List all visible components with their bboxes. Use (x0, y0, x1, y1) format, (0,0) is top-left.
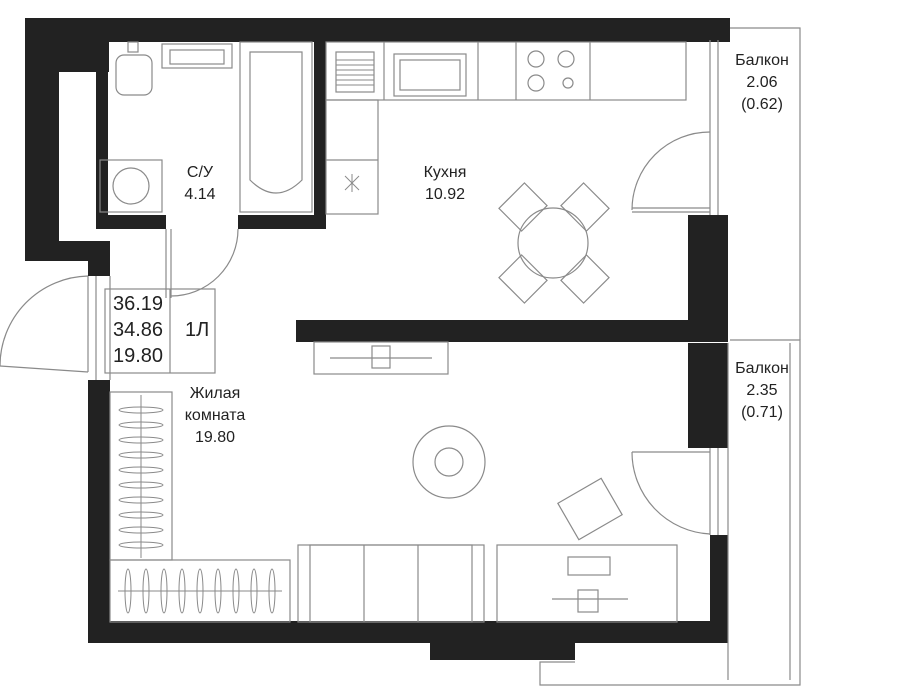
hangers (118, 395, 282, 614)
balcony-bottom-name: Балкон (735, 360, 789, 377)
living-room-name-line2: комната (184, 407, 246, 424)
living-area: 19.80 (113, 345, 164, 367)
bathroom-name: С/У (186, 164, 214, 181)
living-room-area: 19.80 (194, 429, 236, 446)
living-room-label: Жилая комната 19.80 (170, 383, 260, 449)
thin-lines (95, 27, 801, 686)
balcony-top-reduced-area: (0.62) (741, 96, 783, 113)
balcony-top-label: Балкон 2.06 (0.62) (724, 50, 800, 116)
living-furniture (109, 341, 678, 623)
total-area: 36.19 (113, 293, 164, 315)
doors (0, 131, 711, 535)
area-without-balconies: 34.86 (113, 319, 164, 341)
kitchen-area: 10.92 (424, 186, 466, 203)
balcony-bottom-reduced-area: (0.71) (741, 404, 783, 421)
balcony-top-name: Балкон (735, 52, 789, 69)
bathroom-label: С/У 4.14 (170, 162, 230, 206)
balcony-top-area: 2.06 (746, 74, 778, 91)
kitchen-name: Кухня (423, 164, 467, 181)
bathroom-area: 4.14 (184, 186, 216, 203)
kitchen-label: Кухня 10.92 (400, 162, 490, 206)
balcony-bottom-label: Балкон 2.35 (0.71) (724, 358, 800, 424)
apartment-type: 1Л (185, 319, 210, 341)
area-summary: 36.19 34.86 19.80 1Л (105, 289, 215, 373)
kitchen-fixtures (325, 41, 687, 304)
living-room-name-line1: Жилая (189, 385, 241, 402)
balcony-bottom-area: 2.35 (746, 382, 778, 399)
walls (25, 18, 730, 660)
cabinet-stripes (336, 59, 374, 192)
bathroom-fixtures (99, 41, 313, 213)
